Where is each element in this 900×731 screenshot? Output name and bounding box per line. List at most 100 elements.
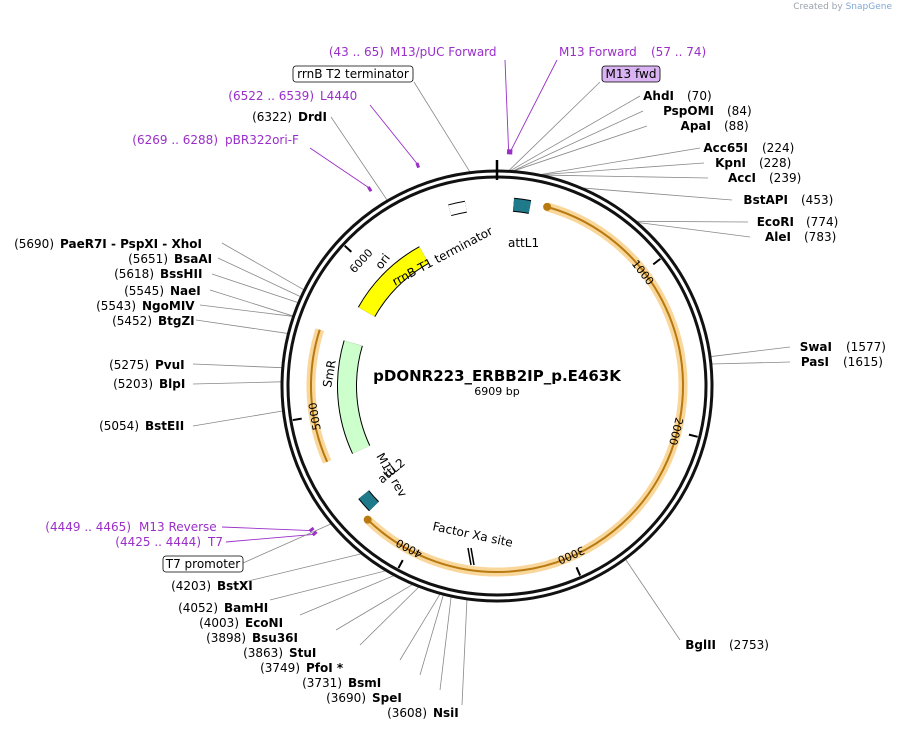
enzyme-pos: (5618): [114, 267, 154, 281]
smr-label: SmR: [320, 359, 339, 389]
rrnb-t1-arc: [448, 201, 467, 216]
primer-leader-line: [504, 59, 510, 151]
enzyme-label: NgoMIV: [142, 299, 195, 313]
primer-range: (57 .. 74): [651, 45, 706, 59]
primer-label: T7: [207, 535, 223, 549]
enzyme-leader-line: [543, 174, 709, 179]
enzyme-leader-line: [710, 346, 791, 357]
primer-range: (4425 .. 4444): [115, 535, 201, 549]
enzyme-pos: (4052): [178, 601, 218, 615]
enzyme-label: BglII: [685, 638, 716, 652]
enzyme-label: PfoI *: [306, 661, 344, 675]
enzyme-pos: (3863): [243, 646, 283, 660]
tick-mark: [292, 417, 302, 422]
enzyme-label: BstEII: [145, 419, 184, 433]
enzyme-pos: (228): [759, 156, 791, 170]
attl1-label: attL1: [508, 236, 539, 250]
enzyme-label: BssHII: [160, 267, 202, 281]
primer-leader-line: [221, 526, 311, 531]
enzyme-pos: (5452): [112, 314, 152, 328]
enzyme-label: BsmI: [348, 676, 381, 690]
ori-arc: [358, 247, 429, 317]
orf-arrow-head: [363, 515, 372, 524]
orf-arrow-head: [543, 202, 552, 211]
primer-label: M13/pUC Forward: [390, 45, 497, 59]
snapgene-credit: Created by SnapGene: [793, 2, 892, 12]
enzyme-pos: (239): [769, 171, 801, 185]
enzyme-label: DrdI: [298, 110, 327, 124]
enzyme-label: EcoNI: [245, 616, 283, 630]
factor-xa-label: Factor Xa site: [431, 519, 514, 550]
orf-arc: [366, 205, 684, 573]
enzyme-pos: (5690): [14, 237, 54, 251]
enzyme-label: BtgZI: [158, 314, 195, 328]
feature-leader-line: [242, 523, 331, 564]
enzyme-pos: (5545): [124, 284, 164, 298]
factor-xa-mark: [467, 547, 472, 566]
enzyme-pos: (5543): [96, 299, 136, 313]
enzyme-leader-line: [510, 95, 641, 171]
enzyme-pos: (5275): [109, 358, 149, 372]
enzyme-label: BstAPI: [743, 193, 788, 207]
enzyme-pos: (5651): [128, 252, 168, 266]
feature-leader-line: [508, 81, 601, 171]
enzyme-pos: (783): [804, 230, 836, 244]
primer-range: (6522 .. 6539): [228, 89, 314, 103]
primer-mark: [415, 162, 421, 169]
boxed-labels: M13 fwd rrnB T2 terminator T7 promoter: [162, 65, 661, 573]
enzyme-leader-line: [192, 381, 282, 385]
enzyme-leader-line: [209, 289, 293, 317]
m13-fwd-label: M13 fwd: [606, 67, 657, 81]
credit-prefix: Created by: [793, 2, 843, 12]
enzyme-pos: (4203): [171, 579, 211, 593]
tick-mark: [397, 559, 404, 569]
primer-range: (4449 .. 4465): [45, 520, 131, 534]
enzyme-label: AleI: [765, 230, 791, 244]
enzyme-pos: (5203): [113, 377, 153, 391]
m13-fwd-box: [601, 65, 661, 83]
enzyme-leader-line: [638, 222, 751, 238]
enzyme-leader-line: [239, 553, 362, 584]
enzyme-pos: (3731): [302, 676, 342, 690]
enzyme-leader-line: [625, 559, 681, 641]
enzyme-leader-line: [195, 319, 288, 334]
attl2-arc: [359, 490, 379, 511]
enzyme-pos: (774): [806, 215, 838, 229]
primer-leader-line: [225, 533, 314, 543]
tick-label: 2000: [666, 416, 685, 446]
enzyme-label: PasI: [801, 355, 829, 369]
enzyme-leader-line: [540, 147, 701, 175]
enzyme-label: StuI: [289, 646, 316, 660]
enzyme-leader-line: [583, 187, 733, 201]
enzyme-label: KpnI: [715, 156, 746, 170]
smr-arc: [338, 340, 370, 454]
primer-labels: (43 .. 65) M13/pUC Forward M13 Forward (…: [45, 45, 706, 549]
primer-label: M13 Reverse: [139, 520, 217, 534]
enzyme-label: PspOMI: [663, 104, 714, 118]
feature-leader-line: [413, 81, 471, 172]
enzyme-leader-line: [299, 575, 394, 616]
enzyme-label: ApaI: [681, 119, 711, 133]
enzyme-pos: (3749): [260, 661, 300, 675]
t7-promoter-label: T7 promoter: [165, 557, 241, 571]
enzyme-label: NaeI: [170, 284, 201, 298]
plasmid-name: pDONR223_ERBB2IP_p.E463K: [373, 367, 622, 385]
rrnb-t2-box: [292, 65, 414, 83]
enzyme-leader-line: [399, 594, 441, 661]
enzyme-leader-line: [211, 273, 298, 303]
t7-promoter-box: [162, 555, 244, 573]
enzyme-leader-line: [192, 410, 283, 427]
enzyme-label: PvuI: [155, 358, 185, 372]
enzyme-pos: (84): [727, 104, 752, 118]
enzyme-label: BlpI: [159, 377, 185, 391]
enzyme-label: AccI: [728, 171, 756, 185]
tick-label: 3000: [556, 543, 587, 566]
enzyme-leader-line: [335, 584, 413, 631]
enzyme-labels: AhdI (70) PspOMI (84) ApaI (88) Acc65I (…: [14, 89, 886, 720]
enzyme-label: EcoRI: [757, 215, 794, 229]
enzyme-pos: (88): [724, 119, 749, 133]
enzyme-leader-line: [541, 162, 705, 176]
enzyme-leader-line: [192, 363, 282, 369]
label-leader-lines: [192, 59, 791, 706]
